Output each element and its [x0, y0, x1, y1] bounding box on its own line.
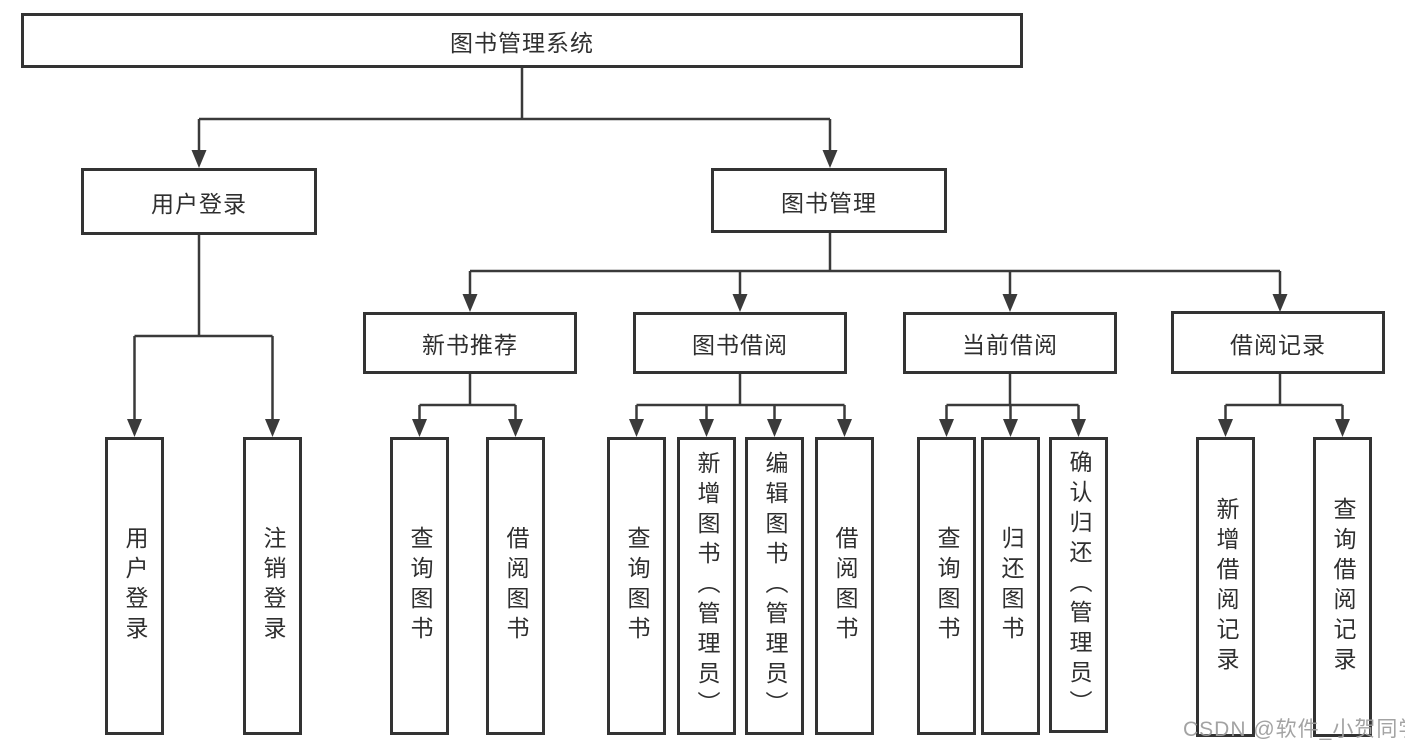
- node-label: 借阅图书: [832, 526, 858, 646]
- node-label: 编辑图书（管理员）: [762, 451, 788, 721]
- node-label: 图书借阅: [692, 332, 788, 358]
- connector-new-book-children: [418, 374, 517, 420]
- node-label: 当前借阅: [962, 332, 1058, 358]
- node-user-login: 用户登录: [81, 168, 317, 235]
- node-book-management: 图书管理: [711, 168, 947, 233]
- leaf-user-login: 用户登录: [105, 437, 164, 735]
- node-label: 借阅记录: [1230, 331, 1326, 358]
- node-label: 新书推荐: [422, 332, 518, 358]
- leaf-query-books-borrowing: 查询图书: [607, 437, 666, 735]
- leaf-query-books-recommend: 查询图书: [390, 437, 449, 735]
- node-label: 新增图书（管理员）: [694, 451, 720, 721]
- leaf-borrow-books-recommend: 借阅图书: [486, 437, 545, 735]
- node-label: 查询图书: [624, 526, 650, 646]
- node-label: 归还图书: [998, 526, 1024, 646]
- leaf-return-book: 归还图书: [981, 437, 1040, 735]
- node-library-system: 图书管理系统: [21, 13, 1023, 68]
- leaf-confirm-return-admin: 确认归还（管理员）: [1049, 437, 1108, 733]
- node-label: 查询图书: [407, 526, 433, 646]
- connector-book-management-children: [468, 233, 1282, 295]
- node-label: 查询借阅记录: [1330, 497, 1356, 677]
- connector-borrowing-records-children: [1224, 374, 1344, 420]
- node-label: 用户登录: [151, 190, 247, 217]
- node-label: 图书管理系统: [450, 29, 594, 56]
- leaf-query-borrow-record: 查询借阅记录: [1313, 437, 1372, 737]
- node-label: 用户登录: [122, 526, 148, 646]
- leaf-logout: 注销登录: [243, 437, 302, 735]
- node-label: 注销登录: [260, 526, 286, 646]
- node-label: 查询图书: [934, 526, 960, 646]
- leaf-edit-book-admin: 编辑图书（管理员）: [745, 437, 804, 735]
- leaf-query-books-current: 查询图书: [917, 437, 976, 735]
- csdn-watermark: CSDN @软件_小贺同学: [1183, 718, 1405, 741]
- node-book-borrowing: 图书借阅: [633, 312, 847, 374]
- node-new-book-recommend: 新书推荐: [363, 312, 577, 374]
- node-label: 新增借阅记录: [1213, 497, 1239, 677]
- connector-book-borrowing-children: [635, 374, 846, 420]
- arrowheads: [127, 150, 1350, 437]
- connector-current-borrowing-children: [945, 374, 1080, 420]
- connector-root-to-level2: [197, 68, 832, 151]
- node-label: 借阅图书: [503, 526, 529, 646]
- node-label: 图书管理: [781, 189, 877, 216]
- node-borrowing-records: 借阅记录: [1171, 311, 1385, 374]
- node-label: 确认归还（管理员）: [1066, 450, 1092, 720]
- leaf-add-borrow-record: 新增借阅记录: [1196, 437, 1255, 737]
- leaf-add-book-admin: 新增图书（管理员）: [677, 437, 736, 735]
- connector-user-login-children: [133, 235, 274, 420]
- node-current-borrowing: 当前借阅: [903, 312, 1117, 374]
- leaf-borrow-books-borrowing: 借阅图书: [815, 437, 874, 735]
